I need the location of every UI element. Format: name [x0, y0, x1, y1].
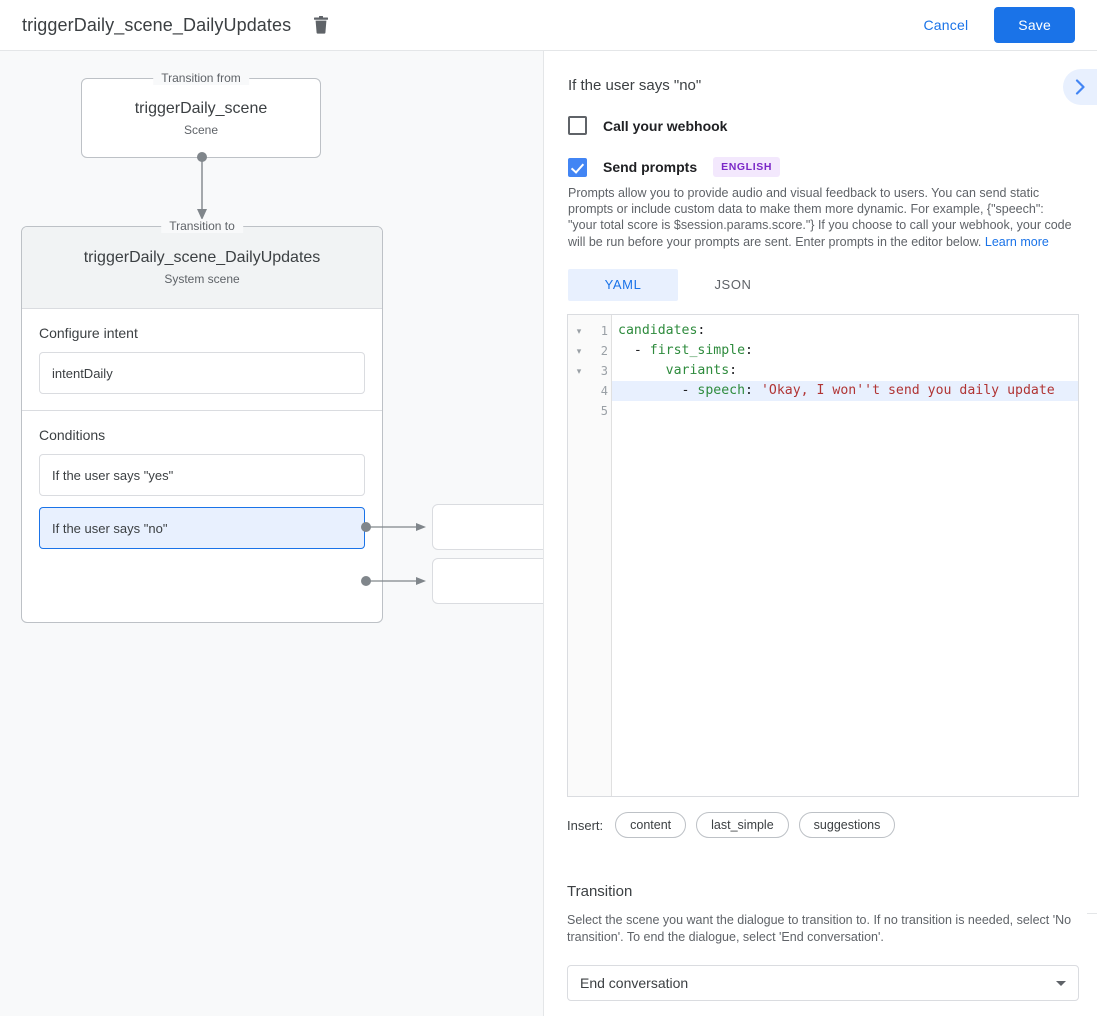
code-line[interactable]: candidates:: [618, 323, 706, 338]
line-number: 1: [600, 324, 608, 338]
graph-canvas[interactable]: Transition from triggerDaily_scene Scene…: [0, 51, 543, 1016]
transition-to-node[interactable]: Transition to triggerDaily_scene_DailyUp…: [21, 219, 383, 623]
transition-to-header: triggerDaily_scene_DailyUpdates System s…: [22, 227, 382, 309]
panel-title: If the user says "no": [568, 77, 702, 94]
target-node-no[interactable]: [432, 558, 543, 604]
page-title: triggerDaily_scene_DailyUpdates: [22, 14, 292, 35]
send-prompts-row[interactable]: Send prompts ENGLISH: [544, 157, 1097, 177]
transition-select-value: End conversation: [580, 975, 689, 991]
language-badge: ENGLISH: [713, 157, 780, 177]
call-webhook-label: Call your webhook: [603, 117, 728, 134]
tab-yaml[interactable]: YAML: [568, 268, 678, 301]
conditions-label: Conditions: [39, 427, 106, 443]
transition-select[interactable]: End conversation: [567, 965, 1079, 1001]
fold-toggle[interactable]: ▾: [576, 326, 582, 336]
transition-to-title: triggerDaily_scene_DailyUpdates: [83, 249, 321, 266]
transition-from-subtitle: Scene: [183, 122, 219, 137]
top-bar: triggerDaily_scene_DailyUpdates Cancel S…: [0, 0, 1097, 51]
insert-chip-suggestions[interactable]: suggestions: [798, 812, 896, 838]
intent-value-field[interactable]: intentDaily: [39, 352, 365, 394]
panel-divider: [1087, 913, 1097, 914]
conditions-section: Conditions If the user says "yes" If the…: [22, 410, 382, 565]
transition-from-node[interactable]: Transition from triggerDaily_scene Scene: [81, 71, 321, 158]
send-prompts-checkbox[interactable]: [568, 157, 587, 177]
insert-label: Insert:: [567, 817, 604, 833]
target-node-yes[interactable]: [432, 504, 543, 550]
send-prompts-label: Send prompts: [603, 159, 698, 175]
chevron-down-icon: [1056, 980, 1066, 986]
fold-toggle[interactable]: ▾: [576, 346, 582, 356]
fold-toggle[interactable]: ▾: [576, 366, 582, 376]
line-number: 3: [600, 364, 608, 378]
configure-intent-label: Configure intent: [39, 325, 138, 341]
transition-title: Transition: [567, 883, 633, 900]
tab-json[interactable]: JSON: [714, 277, 752, 293]
insert-chip-last-simple[interactable]: last_simple: [696, 812, 789, 838]
code-line[interactable]: - speech: 'Okay, I won''t send you daily…: [612, 381, 1078, 401]
condition-item-yes[interactable]: If the user says "yes": [39, 454, 365, 496]
save-button[interactable]: Save: [994, 7, 1075, 43]
transition-description: Select the scene you want the dialogue t…: [567, 913, 1072, 944]
editor-line-numbers: 1 2 3 4 5: [590, 315, 612, 796]
connector-arrow: [197, 152, 207, 220]
delete-button[interactable]: [307, 11, 335, 39]
editor-fold-column[interactable]: ▾ ▾ ▾: [568, 315, 590, 796]
expand-panel-button[interactable]: [1063, 69, 1097, 105]
code-line[interactable]: variants:: [665, 363, 738, 378]
line-number: 5: [600, 404, 608, 418]
cancel-button[interactable]: Cancel: [912, 9, 981, 41]
call-webhook-row[interactable]: Call your webhook: [544, 116, 1097, 135]
chevron-right-icon: [1075, 79, 1085, 95]
condition-item-no[interactable]: If the user says "no": [39, 507, 365, 549]
code-line[interactable]: - first_simple:: [618, 343, 753, 358]
configure-intent-section: Configure intent intentDaily: [22, 309, 382, 410]
prompts-description: Prompts allow you to provide audio and v…: [568, 185, 1073, 250]
code-editor[interactable]: ▾ ▾ ▾ 1 2 3 4 5 candidates: - first_simple: va…: [567, 314, 1079, 797]
trash-icon: [314, 16, 329, 34]
transition-to-legend: Transition to: [161, 219, 243, 233]
call-webhook-checkbox[interactable]: [568, 116, 587, 135]
line-number: 4: [600, 384, 608, 398]
line-number: 2: [600, 344, 608, 358]
condition-edges: [361, 522, 426, 586]
editor-code-area[interactable]: candidates: - first_simple: variants: - …: [612, 315, 1078, 796]
insert-chip-content[interactable]: content: [615, 812, 687, 838]
code-line[interactable]: [612, 401, 1078, 421]
format-tabs: YAML JSON: [568, 268, 1097, 301]
transition-from-title: triggerDaily_scene: [134, 99, 268, 117]
panel-header: If the user says "no": [544, 51, 1097, 105]
fold-toggle: [568, 401, 590, 421]
fold-toggle: [568, 381, 590, 401]
transition-to-subtitle: System scene: [164, 272, 240, 286]
insert-row: Insert: content last_simple suggestions: [567, 812, 905, 838]
transition-section: Transition Select the scene you want the…: [567, 883, 1079, 1001]
learn-more-link[interactable]: Learn more: [984, 234, 1049, 249]
transition-from-legend: Transition from: [153, 71, 249, 85]
prompts-description-text: Prompts allow you to provide audio and v…: [568, 186, 1072, 249]
